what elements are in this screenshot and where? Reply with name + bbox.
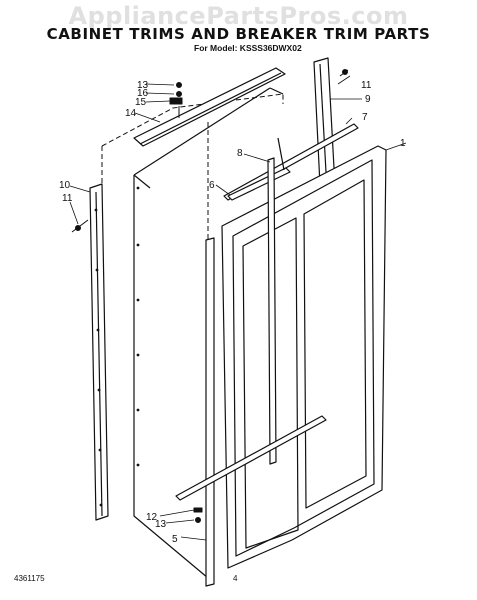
- callout-15: 15: [135, 97, 147, 108]
- page-number: 4: [233, 574, 238, 583]
- breaker-trim-frame-part-1: [221, 145, 387, 569]
- callout-1: 1: [400, 138, 406, 149]
- mounting-holes: [94, 186, 140, 507]
- callout-16: 16: [137, 88, 149, 99]
- callout-7: 7: [362, 112, 368, 123]
- callout-13-bottom: 13: [155, 519, 167, 530]
- center-strip-part-5: [205, 237, 215, 587]
- callout-14: 14: [125, 108, 137, 119]
- model-label: For Model: KSSS36DWX02: [194, 43, 302, 53]
- callout-13-top: 13: [137, 80, 149, 91]
- callout-12: 12: [146, 512, 158, 523]
- callout-8: 8: [237, 148, 243, 159]
- center-mullion-part-8: [267, 137, 285, 465]
- callout-leaders: [69, 75, 407, 541]
- callout-6: 6: [209, 180, 215, 191]
- page-title: CABINET TRIMS AND BREAKER TRIM PARTS: [46, 25, 431, 43]
- callout-11-right: 11: [361, 80, 372, 91]
- document-number: 4361175: [14, 574, 45, 583]
- callout-11-left: 11: [62, 193, 73, 204]
- callout-5: 5: [172, 534, 178, 545]
- left-trim-part-10: [89, 183, 109, 521]
- cabinet-side-panel: [133, 87, 284, 579]
- bottom-trim: [175, 415, 327, 501]
- top-trim-part-14: [133, 67, 286, 147]
- callout-9: 9: [365, 94, 371, 105]
- callout-10: 10: [59, 180, 71, 191]
- callout-labels: 1 5 6 7 8 9 10 11 11 12 13 13 14 15 16: [59, 80, 406, 545]
